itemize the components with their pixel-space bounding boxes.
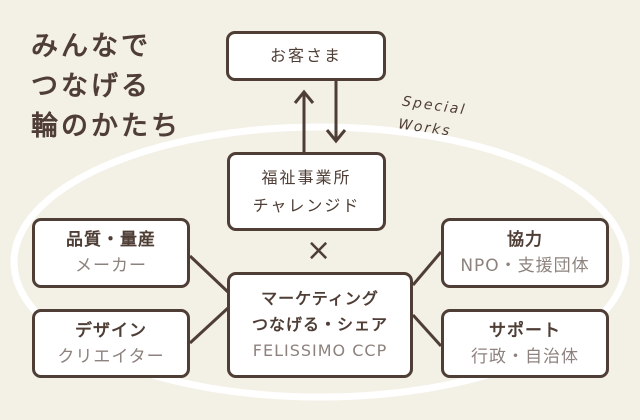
design-node: デザイン クリエイター — [32, 309, 190, 378]
welfare-node: 福祉事業所 チャレンジド — [227, 152, 386, 231]
welfare-line-2: チャレンジド — [252, 195, 361, 215]
cross-icon: × — [306, 233, 332, 268]
support-main: サポート — [489, 320, 561, 341]
marketing-line-2: つなげる・シェア — [251, 315, 388, 334]
quality-sub: メーカー — [75, 256, 147, 276]
marketing-node: マーケティング つなげる・シェア FELISSIMO CCP — [227, 272, 413, 378]
marketing-line-1: マーケティング — [261, 289, 379, 308]
connector-quality — [188, 254, 230, 294]
connector-cooperation — [411, 251, 443, 286]
cooperation-node: 協力 NPO・支援団体 — [441, 218, 609, 288]
cooperation-main: 協力 — [507, 230, 543, 250]
arrow-up-head — [293, 89, 315, 104]
customer-node: お客さま — [226, 31, 386, 81]
design-sub: クリエイター — [57, 346, 165, 367]
connector-design — [188, 306, 230, 345]
title-line-1: みんなで — [31, 31, 151, 62]
welfare-line-1: 福祉事業所 — [261, 167, 352, 187]
marketing-sub: FELISSIMO CCP — [252, 341, 388, 360]
quality-node: 品質・量産 メーカー — [32, 218, 190, 288]
quality-main: 品質・量産 — [66, 230, 156, 250]
connector-support — [411, 313, 443, 348]
cooperation-sub: NPO・支援団体 — [460, 256, 590, 276]
support-node: サポート 行政・自治体 — [441, 309, 609, 378]
arrow-down-head — [325, 129, 347, 144]
support-sub: 行政・自治体 — [471, 346, 579, 367]
title-line-3: 輪のかたち — [31, 111, 181, 142]
ring-ellipse — [10, 123, 630, 401]
diagram-title: みんなで つなげる 輪のかたち — [31, 27, 181, 147]
title-line-2: つなげる — [31, 71, 151, 102]
customer-label: お客さま — [269, 46, 342, 65]
design-main: デザイン — [75, 320, 147, 341]
